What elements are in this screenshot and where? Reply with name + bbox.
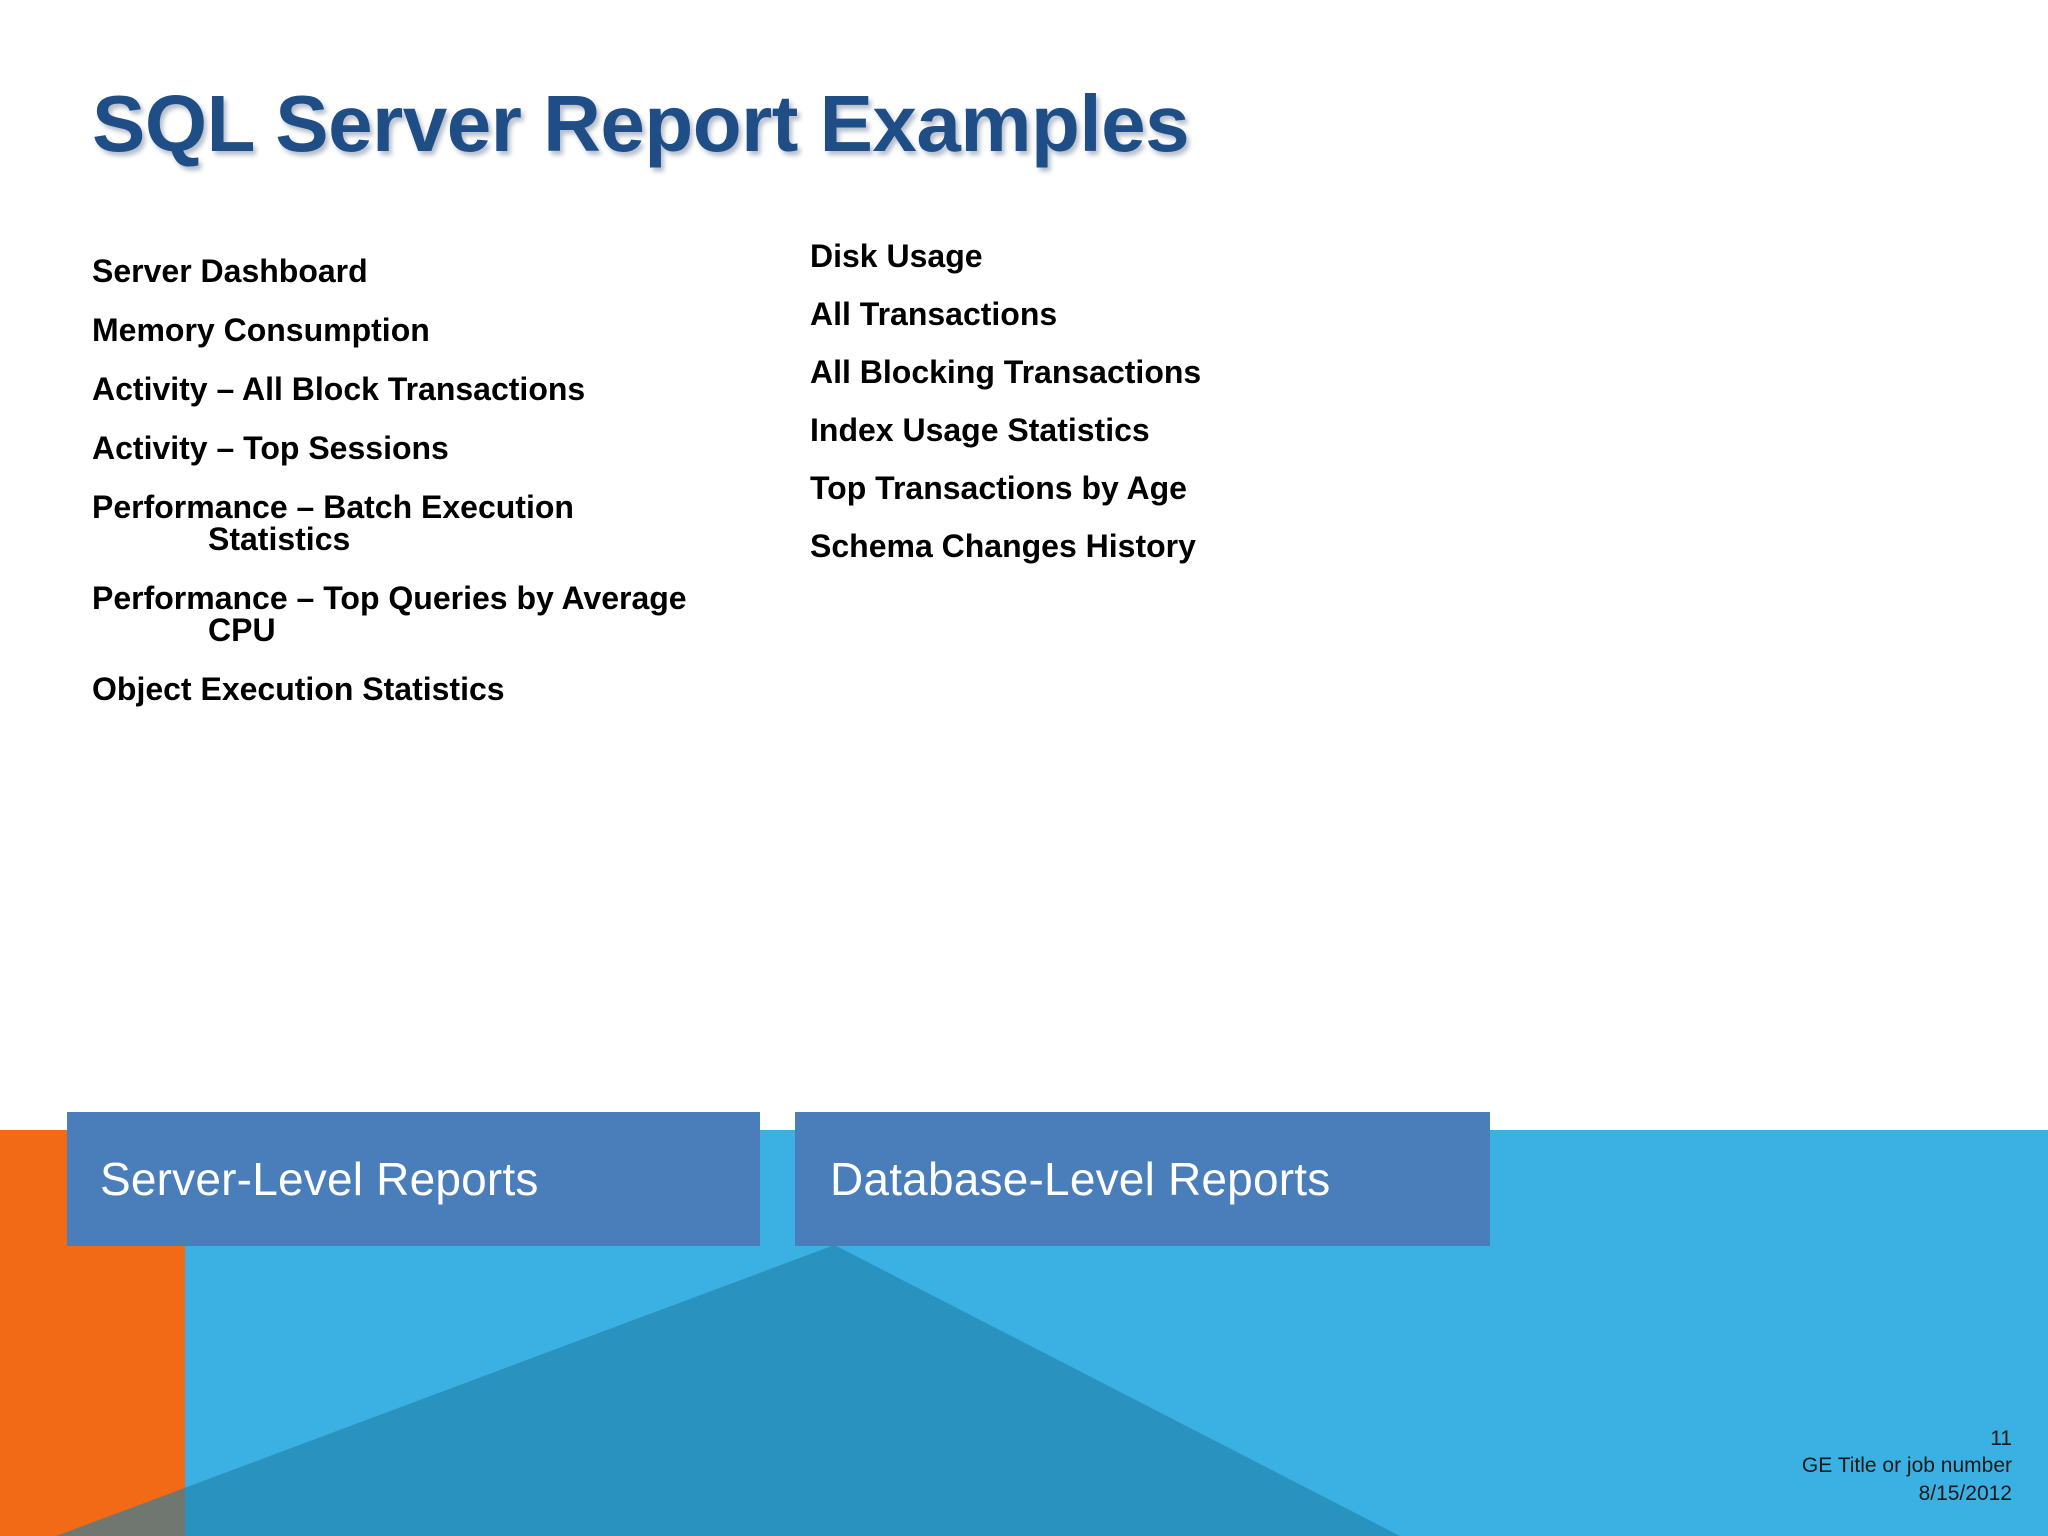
list-item-label: Memory Consumption (92, 312, 430, 348)
list-item: All Blocking Transactions (810, 356, 1430, 388)
page-title: SQL Server Report Examples (92, 79, 1190, 168)
server-level-report-list: Server Dashboard Memory Consumption Acti… (92, 255, 782, 732)
list-item-label: Server Dashboard (92, 253, 368, 289)
list-item: Performance – Top Queries by Average CPU (92, 582, 782, 646)
banner-server-level-reports: Server-Level Reports (67, 1112, 760, 1246)
list-item-label-wrapped: Statistics (208, 521, 351, 557)
list-item: Schema Changes History (810, 530, 1430, 562)
footer-date: 8/15/2012 (1918, 1481, 2012, 1505)
list-item-label: Index Usage Statistics (810, 412, 1150, 448)
slide-footer: 11 GE Title or job number 8/15/2012 (1802, 1425, 2012, 1507)
list-item: Object Execution Statistics (92, 673, 782, 705)
list-item-label: Schema Changes History (810, 528, 1196, 564)
banner-database-level-reports: Database-Level Reports (795, 1112, 1490, 1246)
list-item-label: Performance – Top Queries by Average (92, 580, 687, 616)
list-item: All Transactions (810, 298, 1430, 330)
list-item: Performance – Batch Execution Statistics (92, 491, 782, 555)
list-item-label: Activity – Top Sessions (92, 430, 449, 466)
page-number: 11 (1990, 1427, 2012, 1450)
list-item-label: Performance – Batch Execution (92, 489, 574, 525)
list-item-label: Top Transactions by Age (810, 470, 1187, 506)
list-item-label-wrapped: CPU (208, 612, 276, 648)
list-item-label: All Transactions (810, 296, 1058, 332)
list-item-label: All Blocking Transactions (810, 354, 1202, 390)
database-level-report-list: Disk Usage All Transactions All Blocking… (810, 240, 1430, 588)
list-item: Disk Usage (810, 240, 1430, 272)
list-item-label: Object Execution Statistics (92, 671, 505, 707)
list-item: Index Usage Statistics (810, 414, 1430, 446)
list-item: Memory Consumption (92, 314, 782, 346)
list-item: Server Dashboard (92, 255, 782, 287)
list-item-label: Activity – All Block Transactions (92, 371, 586, 407)
list-item: Activity – Top Sessions (92, 432, 782, 464)
banner-label: Database-Level Reports (830, 1153, 1331, 1205)
list-item-label: Disk Usage (810, 238, 983, 274)
job-number-label: GE Title or job number (1801, 1454, 2012, 1478)
banner-label: Server-Level Reports (100, 1153, 539, 1205)
list-item: Activity – All Block Transactions (92, 373, 782, 405)
list-item: Top Transactions by Age (810, 472, 1430, 504)
